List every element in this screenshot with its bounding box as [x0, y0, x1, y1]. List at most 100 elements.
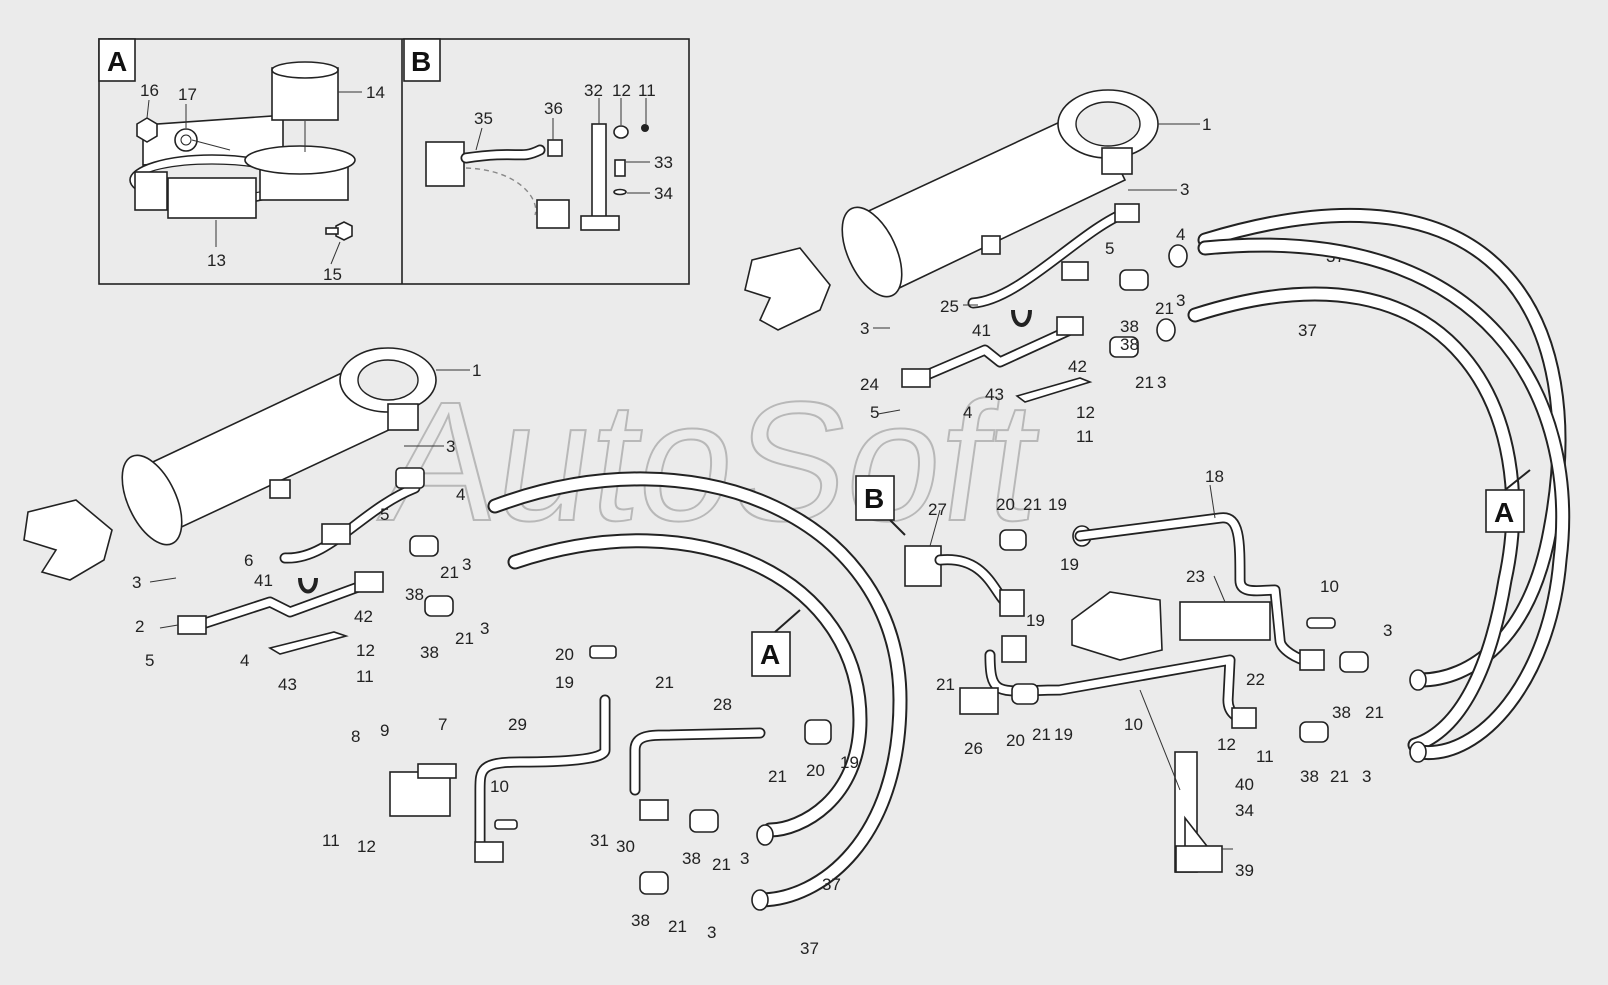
inset-b-parts: [425, 123, 649, 231]
label: 38: [420, 643, 439, 662]
label: 4: [240, 651, 249, 670]
label: 35: [474, 109, 493, 128]
label: 33: [654, 153, 673, 172]
label: 11: [356, 667, 374, 686]
label: 21: [440, 563, 459, 582]
label: 26: [964, 739, 983, 758]
label: 21: [936, 675, 955, 694]
label: 19: [1026, 611, 1045, 630]
ref-a-mid: A: [760, 639, 780, 670]
label: 5: [145, 651, 154, 670]
label: 38: [1120, 317, 1139, 336]
label: 5: [380, 505, 389, 524]
label: 41: [972, 321, 991, 340]
valve-assembly: B: [855, 475, 1427, 873]
label: 20: [1006, 731, 1025, 750]
label: 3: [1383, 621, 1392, 640]
label: 7: [438, 715, 447, 734]
label: 20: [996, 495, 1015, 514]
cylinder-left-leaders: [149, 369, 470, 629]
label: 4: [456, 485, 465, 504]
label: 38: [682, 849, 701, 868]
hoses-left: A: [487, 471, 908, 908]
label: 12: [1076, 403, 1095, 422]
label: 19: [1054, 725, 1073, 744]
label: 3: [446, 437, 455, 456]
label: 37: [800, 939, 819, 958]
valve-assembly-labels: 18 27 20 21 19 19 23 10 19 21 22 26 20 2…: [928, 467, 1392, 880]
label: 21: [1135, 373, 1154, 392]
watermark: AutoSoft: [372, 367, 1051, 557]
hoses-right: A: [1187, 207, 1571, 761]
label: 18: [1205, 467, 1224, 486]
cylinder-left-labels: 1 3 4 5 6 21 3 38 41 3 2 42 5 4 12 43 11…: [132, 361, 489, 694]
label: 15: [323, 265, 342, 284]
label: 36: [544, 99, 563, 118]
label: 21: [1330, 767, 1349, 786]
inset-b-title: B: [411, 46, 431, 77]
label: 38: [631, 911, 650, 930]
inset-a-leaders: [146, 91, 362, 265]
label: 21: [1032, 725, 1051, 744]
label: 19: [840, 753, 859, 772]
label: 20: [806, 761, 825, 780]
label: 3: [860, 319, 869, 338]
label: 11: [322, 831, 340, 850]
inset-a-title: A: [107, 46, 127, 77]
bottom-piping-labels: 20 19 21 28 29 8 9 7 10 21 20 19 11 12 3…: [322, 645, 859, 958]
label: 21: [655, 673, 674, 692]
label: 34: [1235, 801, 1254, 820]
label: 23: [1186, 567, 1205, 586]
label: 3: [462, 555, 471, 574]
label: 10: [1320, 577, 1339, 596]
label: 29: [508, 715, 527, 734]
label: 3: [480, 619, 489, 638]
inset-b-labels: 35 36 32 12 11 33 34: [474, 81, 673, 203]
ref-b-main: B: [864, 483, 884, 514]
label: 3: [132, 573, 141, 592]
inset-b-leaders: [475, 98, 650, 194]
label: 19: [1048, 495, 1067, 514]
valve-assembly-leaders: [929, 484, 1233, 850]
label: 24: [860, 375, 879, 394]
label: 2: [135, 617, 144, 636]
label: 38: [1300, 767, 1319, 786]
label: 37: [822, 875, 841, 894]
label: 21: [455, 629, 474, 648]
label: 30: [616, 837, 635, 856]
label: 17: [178, 85, 197, 104]
label: 3: [1157, 373, 1166, 392]
label: 8: [351, 727, 360, 746]
label: 4: [1176, 225, 1185, 244]
label: 11: [1256, 747, 1274, 766]
label: 3: [1180, 180, 1189, 199]
label: 42: [354, 607, 373, 626]
label: 12: [1217, 735, 1236, 754]
label: 3: [740, 849, 749, 868]
label: 19: [1060, 555, 1079, 574]
label: 10: [1124, 715, 1143, 734]
bottom-piping: [389, 645, 832, 911]
label: 34: [654, 184, 673, 203]
label: 10: [490, 777, 509, 796]
label: 6: [244, 551, 253, 570]
label: 28: [713, 695, 732, 714]
label: 11: [638, 81, 656, 100]
label: 21: [768, 767, 787, 786]
label: 21: [1155, 299, 1174, 318]
label: 40: [1235, 775, 1254, 794]
cylinder-right-leaders: [873, 123, 1200, 415]
cylinder-left: [23, 347, 454, 655]
label: 9: [380, 721, 389, 740]
label: 41: [254, 571, 273, 590]
label: 42: [1068, 357, 1087, 376]
label: 14: [366, 83, 385, 102]
label: 21: [668, 917, 687, 936]
label: 31: [590, 831, 609, 850]
label: 12: [357, 837, 376, 856]
label: 25: [940, 297, 959, 316]
label: 21: [1023, 495, 1042, 514]
label: 3: [1176, 291, 1185, 310]
label: 27: [928, 500, 947, 519]
